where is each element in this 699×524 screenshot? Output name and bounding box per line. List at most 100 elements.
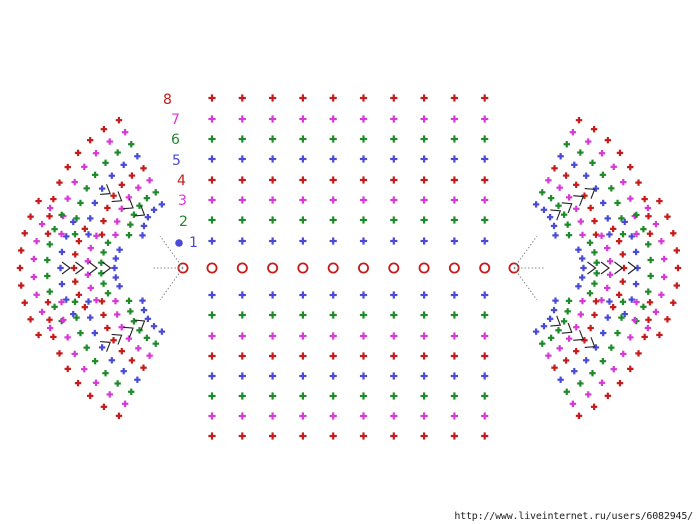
stitch-plus [420, 237, 428, 245]
increase-v-symbol [111, 191, 123, 203]
stitch-plus [656, 331, 663, 339]
stitch-plus [556, 345, 563, 352]
stitch-plus [64, 163, 71, 171]
chain-stitch-circle [388, 262, 400, 274]
stitch-plus [590, 403, 598, 411]
increase-v-symbol [111, 333, 123, 345]
stitch-plus [127, 308, 134, 315]
stitch-plus [609, 225, 617, 233]
stitch-plus [30, 255, 38, 263]
stitch-plus [619, 298, 627, 305]
stitch-plus [125, 231, 133, 239]
stitch-plus [640, 225, 647, 233]
stitch-plus [299, 332, 307, 340]
stitch-plus [38, 308, 46, 316]
stitch-plus [121, 400, 129, 408]
stitch-plus [592, 185, 600, 192]
stitch-plus [359, 94, 368, 102]
stitch-plus [359, 311, 368, 319]
stitch-plus [539, 340, 546, 347]
stitch-plus [238, 237, 246, 245]
stitch-plus [645, 316, 652, 323]
stitch-plus [114, 218, 121, 225]
stitch-plus [620, 350, 627, 358]
stitch-plus [269, 432, 277, 440]
stitch-plus [599, 357, 607, 365]
stitch-plus [481, 291, 489, 299]
stitch-plus [585, 391, 592, 398]
stitch-plus [135, 184, 142, 191]
stitch-plus [621, 310, 628, 318]
stitch-plus [450, 291, 458, 299]
stitch-plus [106, 391, 113, 398]
stitch-plus [17, 247, 25, 254]
stitch-plus [100, 280, 107, 287]
stitch-plus [552, 297, 559, 304]
stitch-plus [575, 283, 582, 290]
stitch-plus [641, 333, 648, 341]
stitch-plus [359, 155, 368, 163]
stitch-plus [575, 116, 583, 124]
stitch-plus [420, 332, 428, 340]
stitch-plus [299, 237, 307, 245]
stitch-plus [616, 149, 624, 157]
stitch-plus [110, 337, 117, 344]
stitch-plus [102, 159, 109, 167]
stitch-plus [606, 298, 613, 305]
stitch-plus [481, 176, 489, 184]
stitch-plus [619, 251, 626, 258]
stitch-plus [238, 176, 246, 184]
stitch-plus [420, 216, 428, 224]
stitch-plus [579, 274, 586, 281]
stitch-plus [359, 392, 368, 400]
stitch-plus [238, 412, 246, 420]
stitch-plus [598, 150, 606, 157]
stitch-plus [390, 237, 398, 245]
stitch-plus [550, 306, 558, 314]
stitch-plus [329, 196, 337, 204]
increase-v-symbol [123, 326, 134, 338]
stitch-plus [641, 195, 648, 203]
stitch-plus [130, 211, 138, 218]
stitch-plus [112, 231, 119, 239]
stitch-plus [84, 271, 92, 278]
stitch-plus [108, 357, 116, 364]
stitch-plus [208, 176, 216, 184]
stitch-plus [81, 163, 88, 171]
stitch-plus [35, 197, 42, 205]
stitch-plus [577, 149, 584, 156]
stitch-plus [63, 233, 70, 240]
stitch-plus [450, 332, 458, 340]
stitch-plus [85, 298, 92, 305]
stitch-plus [481, 135, 489, 143]
increase-v-symbol [614, 261, 624, 275]
stitch-plus [208, 237, 216, 245]
increase-v-symbol [550, 315, 562, 327]
stitch-plus [56, 350, 63, 357]
stitch-plus [556, 184, 563, 191]
stitch-plus [104, 204, 111, 212]
stitch-plus [359, 135, 368, 143]
stitch-plus [631, 316, 638, 324]
stitch-plus [545, 352, 552, 359]
stitch-plus [598, 379, 606, 386]
stitch-plus [44, 230, 52, 237]
stitch-plus [208, 291, 216, 299]
stitch-plus [208, 94, 216, 102]
stitch-plus [299, 216, 307, 224]
stitch-plus [106, 138, 113, 145]
stitch-plus [420, 94, 428, 102]
stitch-plus [552, 232, 559, 239]
stitch-plus [208, 372, 216, 380]
stitch-plus [134, 376, 141, 383]
stitch-plus [579, 255, 586, 262]
stitch-plus [390, 176, 398, 184]
increase-v-symbol [102, 261, 112, 275]
stitch-plus [139, 297, 146, 304]
stitch-plus [128, 172, 136, 179]
stitch-plus [77, 329, 84, 337]
stitch-plus [299, 352, 307, 360]
row-number-label: 7 [171, 112, 180, 128]
stitch-plus [591, 217, 598, 225]
stitch-plus [238, 332, 246, 340]
